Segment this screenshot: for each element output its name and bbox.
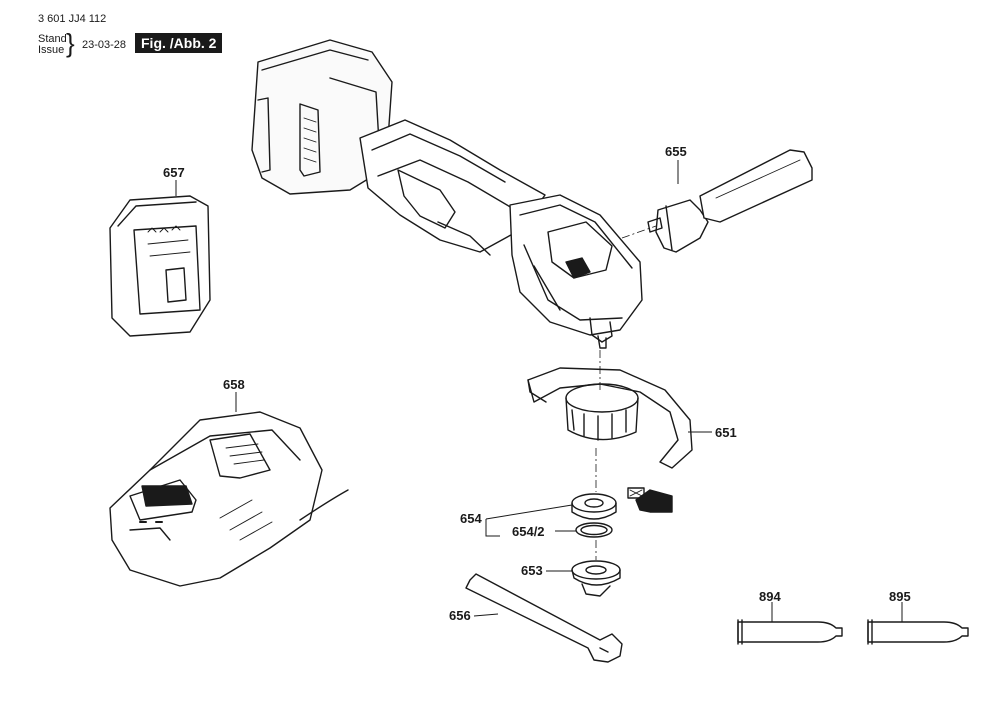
wheel-guard (527, 367, 693, 469)
direction-symbol (627, 487, 673, 513)
label-651: 651 (715, 425, 737, 440)
leader-lines (175, 160, 903, 622)
issue-date: 23-03-28 (82, 39, 127, 51)
label-654-2: 654/2 (512, 524, 545, 539)
figure-label: Fig. /Abb. 2 (135, 33, 223, 53)
stand-label: Stand (38, 33, 67, 45)
label-655: 655 (665, 144, 687, 159)
auxiliary-handle (647, 149, 813, 253)
label-894: 894 (759, 589, 781, 604)
label-658: 658 (223, 377, 245, 392)
label-657: 657 (163, 165, 185, 180)
axis-lines (595, 225, 657, 560)
grease-tube-895 (867, 619, 969, 645)
label-656: 656 (449, 608, 471, 623)
label-654: 654 (460, 511, 482, 526)
pin-wrench (465, 573, 623, 663)
label-653: 653 (521, 563, 543, 578)
document-number: 3 601 JJ4 112 (38, 13, 107, 25)
battery-charger (109, 411, 349, 587)
angle-grinder-body (251, 39, 643, 349)
battery-pack (109, 195, 211, 337)
issue-label: Issue (38, 44, 65, 56)
grease-tube-894 (737, 619, 843, 645)
mounting-flange (571, 493, 617, 538)
clamping-nut (571, 560, 621, 597)
brace: } (66, 28, 75, 58)
label-895: 895 (889, 589, 911, 604)
